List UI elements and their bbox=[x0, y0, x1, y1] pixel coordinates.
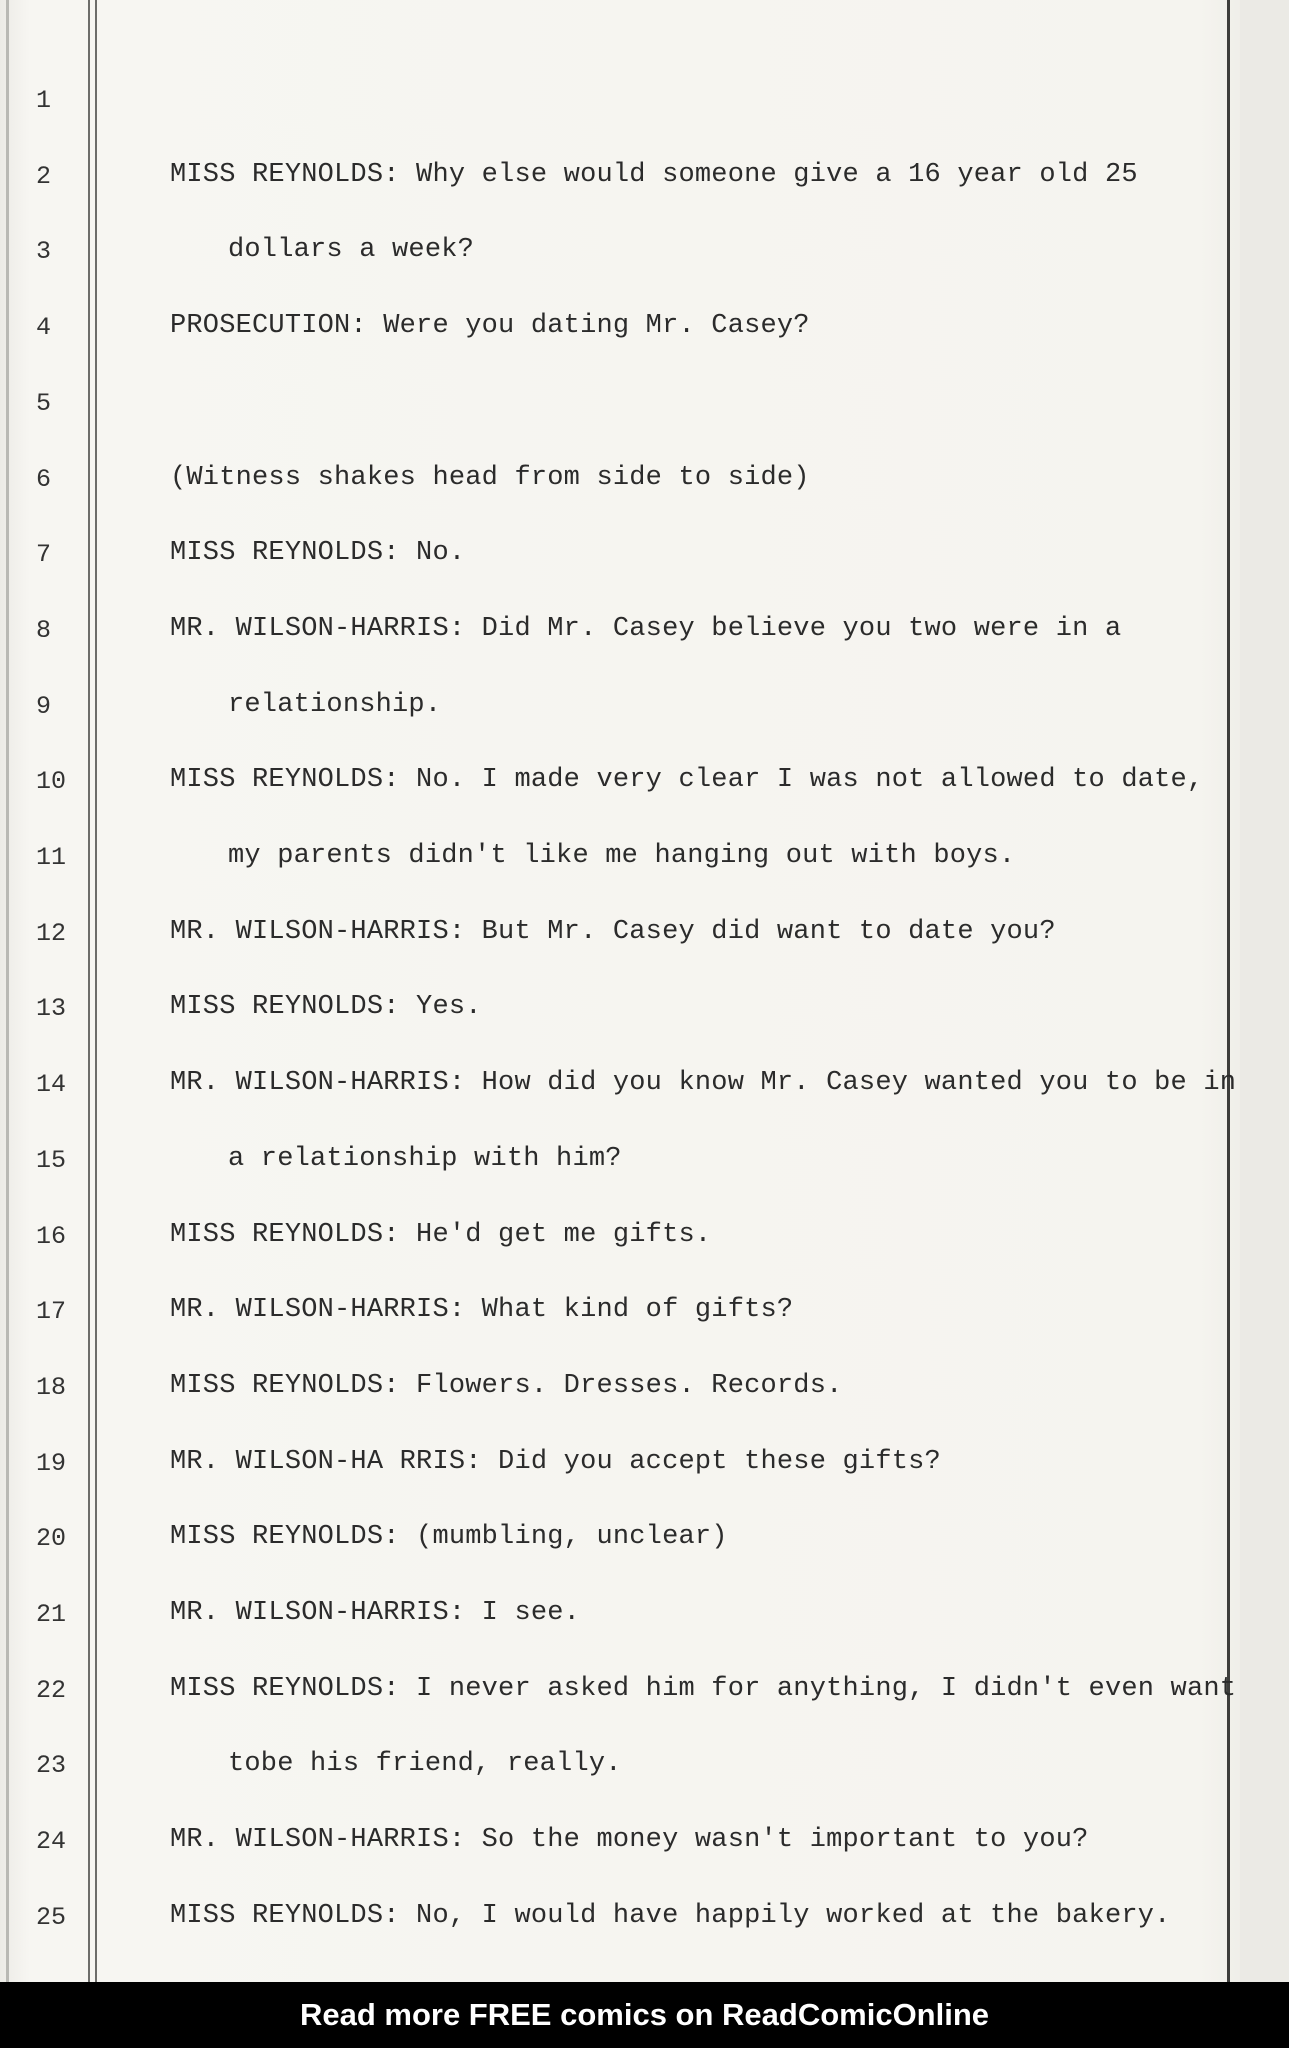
transcript-line: 15 a relationship with him? bbox=[0, 1132, 1227, 1208]
line-number: 6 bbox=[36, 464, 52, 494]
transcript-line: 21 MR. WILSON-HARRIS: I see. bbox=[0, 1586, 1227, 1662]
page-right-margin bbox=[1240, 0, 1289, 1982]
line-text: MISS REYNOLDS: Flowers. Dresses. Records… bbox=[170, 1370, 843, 1401]
line-number: 5 bbox=[36, 388, 52, 418]
transcript-line: 8 MR. WILSON-HARRIS: Did Mr. Casey believ… bbox=[0, 602, 1227, 678]
transcript-line: 23 tobe his friend, really. bbox=[0, 1737, 1227, 1813]
transcript-line: 16 MISS REYNOLDS: He'd get me gifts. bbox=[0, 1208, 1227, 1284]
line-text: MR. WILSON-HARRIS: Did Mr. Casey believe… bbox=[170, 613, 1122, 644]
line-number: 25 bbox=[36, 1902, 67, 1932]
line-text: dollars a week? bbox=[228, 235, 475, 266]
line-number: 2 bbox=[36, 161, 52, 191]
line-number: 21 bbox=[36, 1600, 67, 1629]
line-text: MR. WILSON-HA RRIS: Did you accept these… bbox=[170, 1446, 941, 1477]
line-text: MR. WILSON-HARRIS: What kind of gifts? bbox=[170, 1295, 794, 1326]
transcript-line: 24 MR. WILSON-HARRIS: So the money wasn't… bbox=[0, 1813, 1227, 1889]
transcript-line: 4 PROSECUTION: Were you dating Mr. Casey? bbox=[0, 299, 1227, 375]
line-text: tobe his friend, really. bbox=[228, 1749, 622, 1780]
line-text: MISS REYNOLDS: No. bbox=[170, 538, 466, 569]
transcript-line: 7 MISS REYNOLDS: No. bbox=[0, 526, 1227, 602]
line-number: 7 bbox=[36, 540, 52, 570]
line-number: 14 bbox=[36, 1070, 67, 1100]
line-text: MISS REYNOLDS: (mumbling, unclear) bbox=[170, 1522, 728, 1553]
transcript-line: 2 MISS REYNOLDS: Why else would someone g… bbox=[0, 148, 1227, 224]
transcript-line: 14 MR. WILSON-HARRIS: How did you know Mr… bbox=[0, 1056, 1236, 1132]
line-number: 22 bbox=[36, 1675, 67, 1705]
line-number: 24 bbox=[36, 1827, 67, 1857]
line-text: MISS REYNOLDS: No, I would have happily … bbox=[170, 1900, 1171, 1931]
line-text: MR. WILSON-HARRIS: So the money wasn't i… bbox=[170, 1825, 1089, 1856]
transcript-line: 22 MISS REYNOLDS: I never asked him for a… bbox=[0, 1662, 1236, 1738]
line-number: 12 bbox=[36, 918, 67, 948]
line-number: 20 bbox=[36, 1524, 67, 1554]
transcript-line: 25 MISS REYNOLDS: No, I would have happil… bbox=[0, 1889, 1227, 1965]
line-number: 9 bbox=[36, 691, 52, 721]
footer-text[interactable]: Read more FREE comics on ReadComicOnline bbox=[299, 1997, 990, 2032]
margin-rule-right bbox=[1227, 0, 1230, 1982]
line-number: 4 bbox=[36, 313, 52, 343]
transcript-line: 5 bbox=[0, 375, 1227, 451]
transcript-line: 18 MISS REYNOLDS: Flowers. Dresses. Recor… bbox=[0, 1359, 1227, 1435]
line-number: 15 bbox=[36, 1145, 67, 1175]
transcript-line: 9 relationship. bbox=[0, 678, 1227, 754]
line-text: MR. WILSON-HARRIS: How did you know Mr. … bbox=[170, 1068, 1237, 1099]
line-text: MR. WILSON-HARRIS: But Mr. Casey did wan… bbox=[170, 916, 1056, 947]
line-number: 23 bbox=[36, 1751, 67, 1781]
line-number: 13 bbox=[36, 994, 67, 1024]
transcript-line: 13 MISS REYNOLDS: Yes. bbox=[0, 980, 1227, 1056]
line-text: my parents didn't like me hanging out wi… bbox=[228, 841, 1016, 871]
line-text: (Witness shakes head from side to side) bbox=[170, 462, 810, 493]
line-number: 10 bbox=[36, 767, 67, 797]
line-text: relationship. bbox=[228, 689, 442, 720]
line-text: MISS REYNOLDS: He'd get me gifts. bbox=[170, 1219, 712, 1250]
line-text: MISS REYNOLDS: No. I made very clear I w… bbox=[170, 765, 1204, 796]
line-text: MISS REYNOLDS: I never asked him for any… bbox=[170, 1673, 1237, 1704]
transcript-line: 20 MISS REYNOLDS: (mumbling, unclear) bbox=[0, 1510, 1227, 1586]
line-number: 16 bbox=[36, 1221, 67, 1251]
transcript-line: 6 (Witness shakes head from side to side) bbox=[0, 451, 1227, 527]
line-number: 11 bbox=[36, 843, 67, 872]
transcript-line: 11 my parents didn't like me hanging out … bbox=[0, 829, 1227, 905]
line-text: a relationship with him? bbox=[228, 1143, 622, 1174]
line-number: 8 bbox=[36, 615, 52, 645]
transcript-line: 17 MR. WILSON-HARRIS: What kind of gifts? bbox=[0, 1283, 1227, 1359]
transcript-line: 3 dollars a week? bbox=[0, 223, 1227, 299]
line-number: 17 bbox=[36, 1297, 67, 1327]
line-text: MISS REYNOLDS: Yes. bbox=[170, 992, 482, 1023]
line-number: 18 bbox=[36, 1372, 67, 1402]
line-number: 3 bbox=[36, 237, 52, 267]
line-text: MISS REYNOLDS: Why else would someone gi… bbox=[170, 159, 1138, 190]
line-text: MR. WILSON-HARRIS: I see. bbox=[170, 1598, 581, 1628]
page-left-edge bbox=[6, 0, 9, 1982]
margin-rule-left-outer bbox=[88, 0, 90, 1982]
transcript-line: 19 MR. WILSON-HA RRIS: Did you accept the… bbox=[0, 1435, 1227, 1511]
line-number: 19 bbox=[36, 1448, 67, 1478]
line-text: PROSECUTION: Were you dating Mr. Casey? bbox=[170, 311, 810, 342]
footer-banner[interactable]: Read more FREE comics on ReadComicOnline bbox=[0, 1982, 1289, 2048]
line-number: 1 bbox=[36, 86, 52, 115]
margin-rule-left-inner bbox=[95, 0, 97, 1982]
transcript-line: 1 bbox=[0, 72, 1227, 148]
transcript-line: 12 MR. WILSON-HARRIS: But Mr. Casey did w… bbox=[0, 905, 1227, 981]
transcript-line: 10 MISS REYNOLDS: No. I made very clear I… bbox=[0, 753, 1227, 829]
